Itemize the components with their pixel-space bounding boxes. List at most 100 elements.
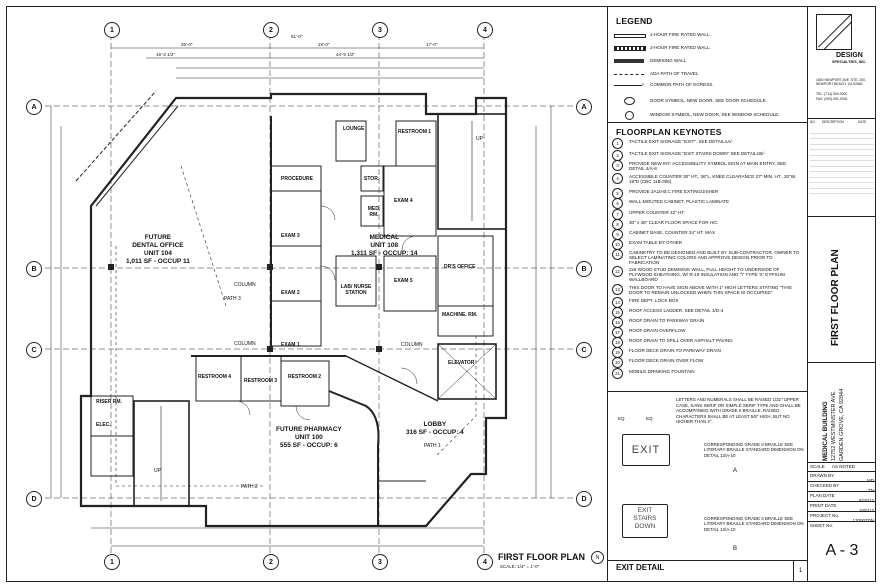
label-path-3: PATH 3 — [224, 296, 241, 302]
legend-item-window: WINDOW SYMBOL, NEW DOOR, SEE WINDOW SCHE… — [614, 107, 800, 121]
exit-sign-a: EXIT — [622, 434, 670, 466]
grid-bubble-4-bottom: 4 — [477, 554, 493, 570]
grid-bubble-a-right: A — [576, 99, 592, 115]
keynote-item: 12 2x6 WOOD STUD DEMISING WALL, FULL HEIG… — [612, 266, 802, 283]
legend-item-door: DOOR SYMBOL, NEW DOOR, SEE DOOR SCHEDULE… — [614, 93, 800, 107]
grid-bubble-c: C — [26, 342, 42, 358]
legend-item-1hr: 1-HOUR FIRE RATED WALL. — [614, 30, 800, 39]
tb-scale: SCALE AS NOTED — [808, 462, 876, 471]
label-path-2: PATH 2 — [241, 484, 258, 490]
rev-header-no: NO. — [810, 120, 816, 124]
door-symbol-icon — [614, 97, 644, 105]
keynote-text: 30" x 48" CLEAR FLOOR SPACE FOR H/C — [629, 220, 718, 225]
keynote-text: WALL-MOUTED CABINET, PLASTIC LAMINATE — [629, 199, 730, 204]
tb-sheet-no: SHEET No. A - 3 — [808, 521, 876, 582]
keynote-text: TACTILE EXIT SIGNAGE "EXIT STAIRS DOWN" … — [629, 151, 766, 156]
window-symbol-icon — [614, 111, 644, 120]
grid-bubble-3-bottom: 3 — [372, 554, 388, 570]
firm-address: 1600 NEWPORT AVE. STE. 200, NEWPORT BEAC… — [816, 78, 866, 87]
2hr-wall-icon — [614, 45, 646, 51]
revision-table — [810, 128, 874, 198]
floor-plan-drawing — [36, 34, 576, 561]
dim-16-2: 16'-2 1/2" — [156, 52, 175, 57]
keynote-number: 1 — [612, 138, 623, 149]
exit-detail-notes: LETTERS AND NUMERALS SHALL BE RAISED 1/3… — [676, 397, 801, 425]
room-restroom-4: RESTROOM 4 — [198, 374, 232, 380]
plan-scale: SCALE: 1/4" = 1'-0" — [500, 564, 540, 569]
label-path-1: PATH 1 — [424, 443, 441, 449]
grid-bubble-c-right: C — [576, 342, 592, 358]
label-up-stair-1: UP — [476, 136, 483, 142]
room-med-rm: MED. RM. — [367, 206, 381, 218]
keynote-text: ROOF DRAIN TO SPILL OVER ASPHALT PAVING — [629, 338, 733, 343]
project-address: 12752 WESTMINSTER AVE. — [831, 390, 837, 461]
room-lab-nurse-station: LAB/ NURSE STATION — [340, 284, 372, 296]
grid-bubble-b: B — [26, 261, 42, 277]
grid-bubble-2: 2 — [263, 22, 279, 38]
keynote-text: 2x6 WOOD STUD DEMISING WALL, FULL HEIGHT… — [629, 267, 785, 283]
keynote-text: ACCESSIBLE COUNTER 30" HT., 36"L, KNEE C… — [629, 174, 797, 185]
room-machine-rm: MACHINE. RM. — [442, 312, 478, 318]
legend-column: LEGEND 1-HOUR FIRE RATED WALL. 2-HOUR FI… — [607, 6, 807, 582]
keynote-text: MOBILE DRINKING FOUNTAIN — [629, 369, 695, 374]
room-elevator: ELEVATOR — [448, 360, 475, 366]
exit-detail-number: 1 — [793, 560, 807, 582]
title-block: DESIGN SPECIALTIES, INC. 1600 NEWPORT AV… — [807, 6, 876, 582]
keynote-text: ROOF DRAIN TO PARKWAY DRAIN — [629, 318, 705, 323]
keynote-text: UPPER COUNTER 42" HT. — [629, 210, 685, 215]
legend-item-2hr: 2-HOUR FIRE RATED WALL. — [614, 43, 800, 52]
keynote-text: CABINETRY TO BE DESIGNED AND BUILT BY SU… — [629, 250, 800, 266]
keynote-number: 20 — [612, 357, 623, 368]
keynote-text: FLOOR DECK DRAIN OVER FLOW — [629, 358, 704, 363]
eq-label-2: EQ — [646, 416, 653, 421]
room-drs-office: DR'S OFFICE — [444, 264, 476, 270]
keynote-number: 4 — [612, 173, 623, 184]
legend-item-ada: ADA PATH OF TRAVEL — [614, 69, 800, 78]
dim-17: 17'-0" — [426, 42, 438, 47]
keynote-number: 21 — [612, 368, 623, 379]
tb-project-no: PROJECT No.170007DN — [808, 511, 876, 523]
sheet-number: A - 3 — [825, 542, 859, 559]
room-lounge: LOUNGE — [343, 126, 365, 132]
firm-fax: FAX: (000) 001-0001 — [816, 97, 848, 101]
room-stor: STOR. — [364, 176, 380, 182]
eq-label-1: EQ — [618, 416, 625, 421]
room-exam-5: EXAM 5 — [394, 278, 413, 284]
room-exam-2: EXAM 2 — [281, 290, 300, 296]
firm-name-2: SPECIALTIES, INC. — [832, 60, 867, 64]
keynote-number: 12 — [612, 266, 623, 277]
keynote-item: 4 ACCESSIBLE COUNTER 30" HT., 36"L, KNEE … — [612, 173, 802, 184]
keynote-text: CABINET BASE, COUNTER 34" HT. MAX — [629, 230, 716, 235]
grid-bubble-d-right: D — [576, 491, 592, 507]
keynote-text: FIRE DEPT. LOCK BOX — [629, 298, 679, 303]
room-exam-3: EXAM 3 — [281, 233, 300, 239]
keynote-text: EXAM TABLE BY OTHER — [629, 240, 683, 245]
grid-bubble-4: 4 — [477, 22, 493, 38]
legend-item-demising: DEMISING WALL — [614, 56, 800, 65]
north-arrow-icon: N — [591, 551, 604, 564]
keynote-number: 13 — [612, 284, 623, 295]
keynote-text: FLOOR DECK DRAIN TO PARKWAY DRAIN — [629, 348, 721, 353]
keynote-text: PROVIDE 2A10-B:C FIRE EXTINGUISHER — [629, 189, 719, 194]
label-column-1: COLUMN — [234, 282, 256, 288]
braille-note-b: CORRESPONDING GRADE II BRAILLE SEE LITER… — [704, 516, 804, 532]
keynote-number: 3 — [612, 160, 623, 171]
keynote-text: ROOF DRAIN OVERFLOW — [629, 328, 686, 333]
floor-plan: 1 2 3 4 1 2 3 4 A B C D A B C D 26'-0" 1… — [6, 6, 606, 582]
braille-note-a: CORRESPONDING GRADE II BRAILLE SEE LITER… — [704, 442, 804, 458]
dim-44-9: 44'-9 1/2" — [336, 52, 355, 57]
label-column-2: COLUMN — [234, 341, 256, 347]
detail-label-a: A — [733, 468, 738, 474]
grid-bubble-a: A — [26, 99, 42, 115]
grid-bubble-3: 3 — [372, 22, 388, 38]
keynote-text: ROOF ACCESS LADDER. SEE DETAIL 1/D-4 — [629, 308, 724, 313]
label-up-stair-2: UP — [154, 468, 161, 474]
